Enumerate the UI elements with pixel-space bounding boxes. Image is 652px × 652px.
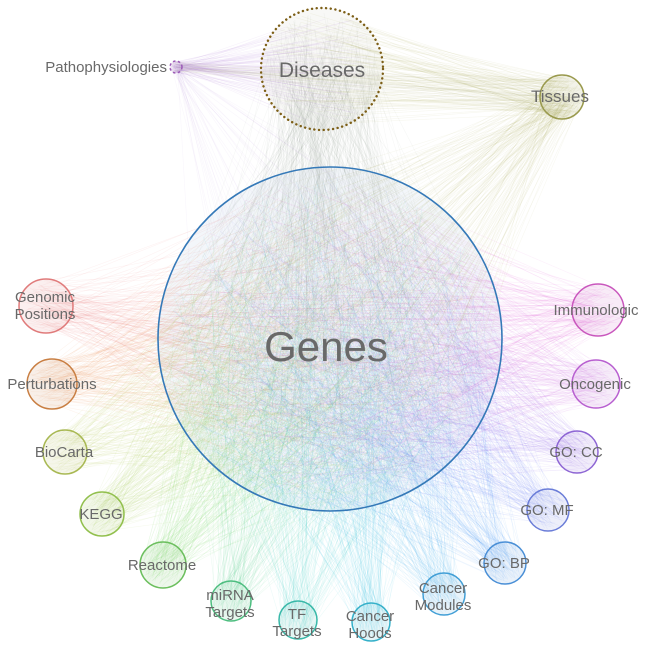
node-kegg[interactable] — [79, 491, 125, 537]
node-fill-mirna_targets — [211, 581, 251, 621]
edge-bundle-diseases-tissues — [269, 13, 583, 124]
node-fill-genes — [158, 167, 502, 511]
edge-bundle-biocarta-genes — [45, 177, 480, 495]
node-immunologic[interactable] — [571, 283, 625, 337]
node-label-go_mf: GO: MF — [520, 502, 573, 519]
edge-bundle-go_bp-genes — [172, 184, 525, 583]
node-mirna_targets[interactable] — [210, 580, 252, 622]
edge-bundle-perturbations-genes — [29, 186, 485, 487]
node-cancer_modules[interactable] — [422, 572, 466, 616]
edge-bundle-reactome-genes — [142, 188, 476, 587]
edge-bundle-pathophysiologies-tissues — [171, 61, 582, 113]
node-fill-immunologic — [572, 284, 624, 336]
node-label-reactome: Reactome — [128, 557, 196, 574]
node-label-tissues: Tissues — [531, 87, 589, 106]
node-fill-oncogenic — [572, 360, 620, 408]
edge-bundle-go_mf-genes — [168, 175, 568, 530]
node-label-oncogenic: Oncogenic — [559, 376, 631, 393]
node-cancer_hoods[interactable] — [351, 602, 391, 642]
node-label-genes: Genes — [264, 323, 388, 370]
node-perturbations[interactable] — [26, 358, 78, 410]
node-fill-layer — [19, 8, 624, 641]
node-diseases[interactable] — [259, 6, 385, 132]
edge-bundle-tissues-genes — [174, 76, 583, 503]
node-label-perturbations: Perturbations — [7, 376, 96, 393]
edge-bundle-oncogenic-genes — [169, 184, 617, 493]
node-label-diseases: Diseases — [279, 59, 365, 82]
edge-layer — [20, 12, 623, 639]
node-tf_targets[interactable] — [278, 600, 318, 640]
node-ring-layer — [18, 6, 625, 642]
edge-bundle-genomic_positions-genes — [20, 188, 484, 494]
node-fill-perturbations — [27, 359, 77, 409]
edge-bundle-diseases-genes — [170, 12, 485, 501]
node-fill-pathophysiologies — [170, 61, 182, 73]
node-label-go_bp: GO: BP — [478, 555, 530, 572]
node-fill-go_bp — [484, 542, 526, 584]
node-fill-go_cc — [556, 431, 598, 473]
edge-bundle-cancer_modules-genes — [168, 180, 478, 614]
node-fill-biocarta — [43, 430, 87, 474]
node-go_bp[interactable] — [483, 541, 527, 585]
node-go_cc[interactable] — [555, 430, 599, 474]
node-genes[interactable] — [157, 166, 503, 512]
node-fill-genomic_positions — [19, 279, 73, 333]
node-fill-tf_targets — [279, 601, 317, 639]
node-biocarta[interactable] — [42, 429, 88, 475]
edge-bundle-mirna_targets-genes — [167, 189, 484, 621]
label-layer: Genes Diseases PathophysiologiesTissuesGen… — [7, 59, 639, 642]
node-label-immunologic: Immunologic — [553, 302, 639, 319]
node-fill-go_mf — [527, 489, 569, 531]
node-fill-cancer_modules — [423, 573, 465, 615]
node-fill-diseases — [261, 8, 383, 130]
node-label-pathophysiologies: Pathophysiologies — [45, 59, 167, 76]
node-pathophysiologies[interactable] — [169, 60, 183, 74]
edge-bundle-cancer_hoods-genes — [183, 192, 461, 639]
node-fill-tissues — [540, 75, 584, 119]
edge-bundle-diseases-pathophysiologies — [170, 18, 379, 123]
node-go_mf[interactable] — [526, 488, 570, 532]
edge-bundle-pathophysiologies-genes — [170, 61, 481, 489]
node-fill-kegg — [80, 492, 124, 536]
node-reactome[interactable] — [139, 541, 187, 589]
node-label-go_cc: GO: CC — [549, 444, 603, 461]
edge-bundle-immunologic-genes — [168, 185, 623, 493]
edge-bundle-go_cc-genes — [167, 188, 596, 501]
edge-bundle-tf_targets-genes — [173, 177, 487, 638]
node-oncogenic[interactable] — [571, 359, 621, 409]
node-fill-cancer_hoods — [352, 603, 390, 641]
node-genomic_positions[interactable] — [18, 278, 74, 334]
node-tissues[interactable] — [539, 74, 585, 120]
node-label-kegg: KEGG — [79, 506, 122, 523]
node-label-biocarta: BioCarta — [35, 444, 94, 461]
node-fill-reactome — [140, 542, 186, 588]
edge-bundle-kegg-genes — [82, 195, 491, 534]
